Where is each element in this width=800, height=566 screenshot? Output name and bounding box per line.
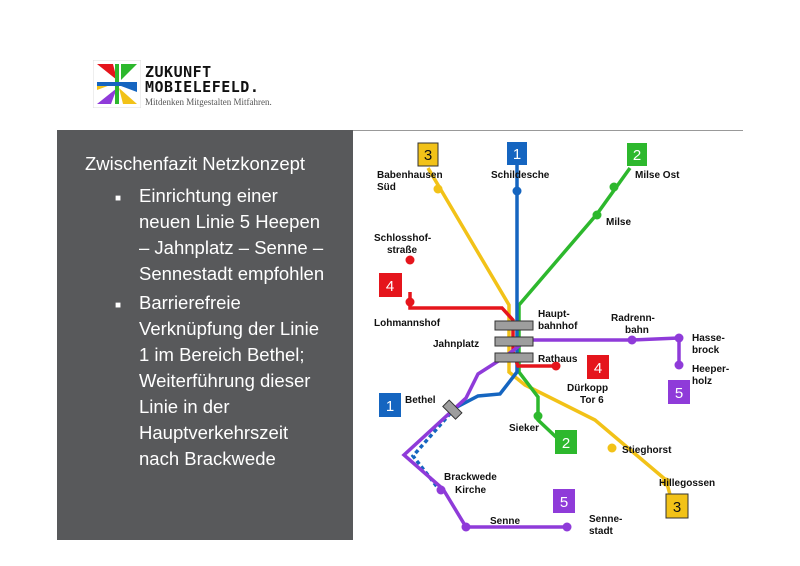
svg-text:2: 2 — [562, 435, 570, 452]
label-sennestadt-2: stadt — [589, 526, 614, 537]
label-brackwede-kirche: Kirche — [455, 485, 487, 496]
badge-line-2-top: 2 — [627, 143, 647, 166]
label-babenhausen: Babenhausen — [377, 170, 443, 181]
badge-line-5-bottom: 5 — [553, 489, 575, 513]
badge-line-4-left: 4 — [379, 273, 402, 297]
logo-mark-icon — [93, 60, 141, 108]
bullet-line: Hauptverkehrszeit — [139, 422, 289, 443]
stop-hassebrock — [674, 333, 684, 343]
stop-radrennbahn — [627, 335, 637, 345]
logo-text-mobielefeld: MOBIELEFELD. — [145, 78, 260, 96]
bullet-marker: ■ — [115, 300, 122, 311]
text-panel: Zwischenfazit Netzkonzept ■ Einrichtung … — [57, 130, 353, 540]
stop-senne — [461, 522, 471, 532]
badge-line-4-right: 4 — [587, 355, 609, 379]
logo-text-zukunft: ZUKUNFT — [145, 63, 212, 81]
svg-text:5: 5 — [560, 494, 568, 511]
badge-line-2-bottom: 2 — [555, 430, 577, 454]
label-duerkopp-tor: Tor 6 — [580, 395, 604, 406]
bullet-line: neuen Linie 5 Heepen — [139, 211, 321, 232]
stop-lohmannshof — [405, 297, 415, 307]
label-hauptbahnhof-2: bahnhof — [538, 321, 578, 332]
badge-line-5-right: 5 — [668, 380, 690, 404]
stop-brackwede-kirche — [436, 485, 446, 495]
svg-text:4: 4 — [386, 278, 394, 295]
stop-hillegossen — [661, 477, 671, 487]
label-bethel: Bethel — [405, 395, 436, 406]
label-duerkopp: Dürkopp — [567, 383, 608, 394]
svg-text:1: 1 — [386, 398, 394, 415]
stop-milse-ost — [609, 182, 619, 192]
bullet-line: Barrierefreie — [139, 292, 241, 313]
bullet-item-2: Barrierefreie Verknüpfung der Linie 1 im… — [139, 290, 354, 472]
stop-milse — [592, 210, 602, 220]
stop-stieghorst — [607, 443, 617, 453]
label-lohmannshof: Lohmannshof — [374, 318, 441, 329]
label-hassebrock-2: brock — [692, 345, 720, 356]
bullet-line: Sennestadt empfohlen — [139, 263, 325, 284]
platform-rathaus — [494, 352, 534, 363]
stop-duerkopp — [551, 361, 561, 371]
label-schildesche: Schildesche — [491, 170, 550, 181]
label-heeperholz-1: Heeper- — [692, 364, 729, 375]
bullet-line: Weiterführung dieser — [139, 370, 311, 391]
line-2-route — [517, 166, 632, 439]
label-milse: Milse — [606, 217, 631, 228]
stop-schildesche — [512, 186, 522, 196]
label-radrennbahn-1: Radrenn- — [611, 313, 655, 324]
label-jahnplatz: Jahnplatz — [433, 339, 479, 350]
line-1-route — [454, 165, 519, 410]
bullet-marker: ■ — [115, 193, 122, 204]
svg-text:5: 5 — [675, 385, 683, 402]
stop-babenhausen — [433, 184, 443, 194]
line-1-extension — [410, 406, 457, 490]
label-rathaus: Rathaus — [538, 354, 578, 365]
line-5-route — [401, 336, 680, 529]
label-heeperholz-2: holz — [692, 376, 712, 387]
logo-tagline: Mitdenken Mitgestalten Mitfahren. — [145, 97, 272, 107]
badge-line-1-left: 1 — [379, 393, 401, 417]
label-milse-ost: Milse Ost — [635, 170, 680, 181]
stop-schlosshofstrasse — [405, 255, 415, 265]
bullet-line: Einrichtung einer — [139, 185, 278, 206]
label-brackwede: Brackwede — [444, 472, 497, 483]
stop-sieker — [533, 411, 543, 421]
platform-hauptbahnhof — [494, 320, 534, 331]
bullet-line: Verknüpfung der Linie — [139, 318, 319, 339]
bullet-line: nach Brackwede — [139, 448, 276, 469]
badge-line-3-bottom: 3 — [665, 493, 689, 519]
label-hillegossen: Hillegossen — [659, 478, 715, 489]
panel-title: Zwischenfazit Netzkonzept — [85, 153, 306, 174]
header-divider — [353, 130, 743, 131]
stop-sennestadt — [562, 522, 572, 532]
svg-text:3: 3 — [424, 147, 432, 164]
label-schlosshof: Schlosshof- — [374, 233, 431, 244]
label-babenhausen-sued: Süd — [377, 182, 396, 193]
badge-line-3-top: 3 — [417, 142, 439, 167]
label-schlosshof-strasse: straße — [387, 245, 417, 256]
label-hauptbahnhof-1: Haupt- — [538, 309, 570, 320]
bullet-line: Linie in der — [139, 396, 230, 417]
line-4-route — [408, 292, 556, 368]
label-sieker: Sieker — [509, 423, 539, 434]
bullet-line: 1 im Bereich Bethel; — [139, 344, 305, 365]
bullet-item-1: Einrichtung einer neuen Linie 5 Heepen –… — [139, 183, 354, 287]
label-hassebrock-1: Hasse- — [692, 333, 725, 344]
zukunft-mobielefeld-logo: ZUKUNFT MOBIELEFELD. Mitdenken Mitgestal… — [93, 60, 303, 115]
bullet-line: – Jahnplatz – Senne – — [139, 237, 324, 258]
svg-text:3: 3 — [673, 499, 681, 516]
label-stieghorst: Stieghorst — [622, 445, 672, 456]
label-senne: Senne — [490, 516, 520, 527]
svg-text:1: 1 — [513, 146, 521, 163]
svg-text:2: 2 — [633, 147, 641, 164]
badge-line-1-top: 1 — [507, 142, 527, 165]
platform-bethel — [442, 399, 463, 420]
label-radrennbahn-2: bahn — [625, 325, 649, 336]
platform-jahnplatz — [494, 336, 534, 347]
stop-heeperholz — [674, 360, 684, 370]
label-sennestadt-1: Senne- — [589, 514, 622, 525]
svg-text:4: 4 — [594, 360, 602, 377]
